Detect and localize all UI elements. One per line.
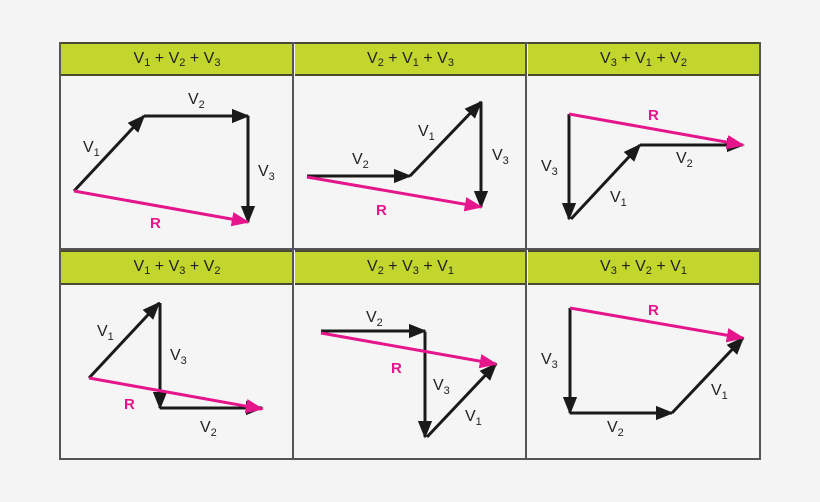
vector-v1-arrow xyxy=(670,336,745,415)
header-v3-v1-v2: V3 + V1 + V2 xyxy=(528,42,759,76)
header-text: V2 + V1 + V3 xyxy=(367,49,454,69)
label-v1: V1 xyxy=(711,382,728,402)
label-r: R xyxy=(150,215,161,232)
resultant-r-arrow xyxy=(73,189,250,227)
label-v1: V1 xyxy=(465,408,482,428)
label-v1: V1 xyxy=(83,139,100,159)
header-v1-v2-v3: V1 + V2 + V3 xyxy=(61,42,293,76)
label-r: R xyxy=(376,202,387,219)
resultant-r-arrow xyxy=(568,112,745,150)
label-v2: V2 xyxy=(188,91,205,111)
label-v1: V1 xyxy=(97,323,114,343)
label-v1: V1 xyxy=(418,123,435,143)
diagram-v3-v1-v2 xyxy=(561,112,745,221)
diagram-v2-v3-v1 xyxy=(320,323,498,439)
header-text: V3 + V1 + V2 xyxy=(600,49,687,69)
label-r: R xyxy=(648,107,659,124)
resultant-r-arrow xyxy=(306,175,483,212)
header-v2-v1-v3: V2 + V1 + V3 xyxy=(295,42,526,76)
vector-v1-arrow xyxy=(72,114,146,193)
row-divider xyxy=(59,248,761,250)
label-v3: V3 xyxy=(492,147,509,167)
diagram-v2-v1-v3 xyxy=(306,100,489,212)
label-v2: V2 xyxy=(607,419,624,439)
label-r: R xyxy=(124,396,135,413)
header-text: V3 + V2 + V1 xyxy=(600,258,687,277)
resultant-r-arrow xyxy=(320,331,498,369)
header-v3-v2-v1: V3 + V2 + V1 xyxy=(528,250,759,285)
label-v3: V3 xyxy=(170,347,187,367)
diagram-v3-v2-v1 xyxy=(562,306,745,421)
header-v2-v3-v1: V2 + V3 + V1 xyxy=(295,250,526,285)
header-text: V1 + V3 + V2 xyxy=(133,258,221,277)
label-v3: V3 xyxy=(258,163,275,183)
diagram-v1-v3-v2 xyxy=(87,301,264,416)
label-v1: V1 xyxy=(610,189,627,209)
vector-v1-arrow xyxy=(408,100,483,178)
label-v2: V2 xyxy=(366,309,383,329)
column-divider xyxy=(292,42,294,460)
vector-v1-arrow xyxy=(425,362,498,439)
diagram-v1-v2-v3 xyxy=(72,108,256,227)
label-v2: V2 xyxy=(352,151,369,171)
header-text: V2 + V3 + V1 xyxy=(367,258,454,277)
resultant-r-arrow xyxy=(569,306,745,343)
label-v3: V3 xyxy=(541,158,558,178)
label-r: R xyxy=(391,360,402,377)
label-v2: V2 xyxy=(200,419,217,439)
vector-v1-arrow xyxy=(87,301,161,380)
header-v1-v3-v2: V1 + V3 + V2 xyxy=(61,250,293,285)
label-v3: V3 xyxy=(541,351,558,371)
label-v2: V2 xyxy=(676,150,693,170)
header-text: V1 + V2 + V3 xyxy=(133,49,221,69)
vector-v1-arrow xyxy=(569,143,642,221)
label-r: R xyxy=(648,302,659,319)
label-v3: V3 xyxy=(433,377,450,397)
column-divider xyxy=(525,42,527,460)
resultant-r-arrow xyxy=(88,376,264,414)
